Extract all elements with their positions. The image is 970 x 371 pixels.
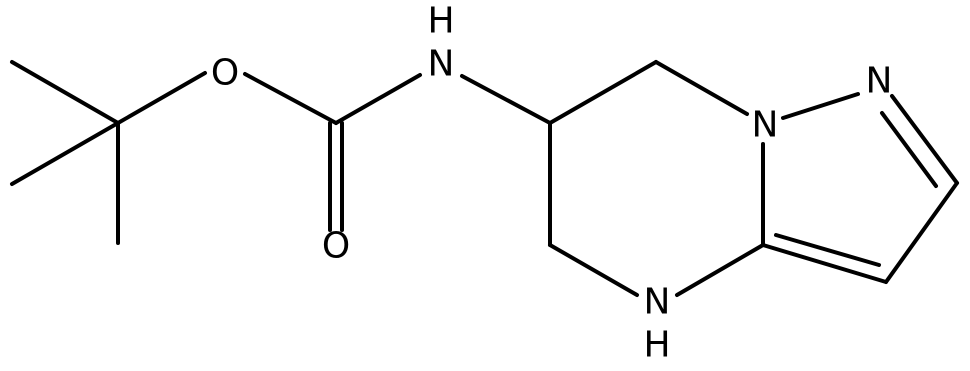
atom-oxygen-carbonyl: O [322, 226, 350, 267]
bond-nh-to-c6 [460, 74, 552, 125]
bond-n-pyrazole-to-c2-inner [880, 111, 938, 188]
atom-nitrogen-ring: N [644, 282, 671, 323]
atom-hydrogen-ring: H [643, 325, 670, 366]
bond-c5-to-nh-ring [548, 243, 639, 297]
bond-quaternary-to-oxygen [116, 71, 207, 125]
bond-carbonyl-carbon-to-nh [334, 73, 422, 125]
bond-c2-to-c3 [884, 181, 959, 284]
bond-methyl-top [10, 60, 120, 125]
bond-c3-to-c3a-inner [774, 233, 881, 267]
bond-nh-ring-to-c3a [675, 243, 765, 297]
atom-oxygen-ester: O [211, 53, 239, 94]
atom-nitrogen-bridge: N [752, 105, 779, 146]
atom-hydrogen-amide: H [427, 1, 454, 42]
bond-oxygen-to-carbonyl-carbon [243, 72, 338, 125]
bond-c6-to-c7 [548, 60, 658, 125]
atom-nitrogen-pyrazole: N [866, 61, 893, 102]
bond-n-bridge-to-n-pyrazole [781, 92, 860, 120]
bond-c7-to-n-bridge [654, 60, 749, 116]
bond-c3-to-c3a [761, 243, 888, 284]
bond-n-pyrazole-to-c2 [890, 94, 959, 185]
bond-methyl-bottom [10, 121, 120, 186]
atom-nitrogen-amide: N [428, 44, 455, 85]
